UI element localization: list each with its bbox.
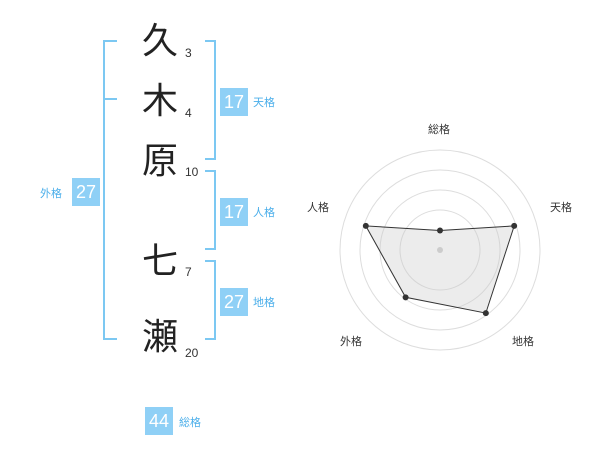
gaikaku-label: 外格 (40, 187, 62, 200)
radar-axis-label-jinkaku: 人格 (307, 201, 329, 214)
name-char-5: 瀬 (141, 317, 178, 358)
radar-point-0 (437, 227, 443, 234)
tenkaku-label: 天格 (253, 96, 275, 109)
radar-axis-label-tenkaku: 天格 (550, 201, 572, 214)
radar-axis-label-chikaku: 地格 (512, 335, 534, 348)
name-char-3: 原 (141, 141, 178, 182)
radar-grid-ring (399, 209, 481, 291)
soukaku-value: 44 (145, 407, 173, 435)
chikaku-label: 地格 (253, 296, 275, 309)
radar-point-1 (511, 222, 518, 229)
chikaku-value: 27 (220, 288, 248, 316)
stroke-count-4: 7 (185, 265, 192, 279)
stroke-count-1: 3 (185, 46, 192, 60)
radar-axis-label-gaikaku: 外格 (340, 335, 362, 348)
gaikaku-value: 27 (72, 178, 100, 206)
soukaku-label: 総格 (179, 416, 201, 429)
jinkaku-value: 17 (220, 198, 248, 226)
radar-grid-ring (379, 189, 501, 311)
radar-point-4 (362, 222, 369, 229)
chikaku-bracket (205, 260, 216, 340)
radar-point-3 (402, 294, 409, 301)
radar-axis-label-soukaku: 総格 (428, 123, 450, 136)
tenkaku-value: 17 (220, 88, 248, 116)
radar-grid-ring (339, 149, 541, 351)
radar-center-dot (437, 247, 443, 253)
stroke-count-5: 20 (185, 346, 199, 360)
name-char-4: 七 (141, 241, 178, 282)
tenkaku-bracket (205, 40, 216, 160)
name-char-2: 木 (141, 81, 178, 122)
radar-point-2 (482, 310, 489, 317)
radar-grid-ring (359, 169, 521, 331)
jinkaku-label: 人格 (253, 206, 275, 219)
jinkaku-bracket (205, 170, 216, 250)
stroke-count-2: 4 (185, 106, 192, 120)
radar-series-area (364, 225, 515, 314)
name-char-1: 久 (141, 21, 178, 62)
stroke-count-3: 10 (185, 165, 199, 179)
outer-bracket (103, 40, 117, 340)
